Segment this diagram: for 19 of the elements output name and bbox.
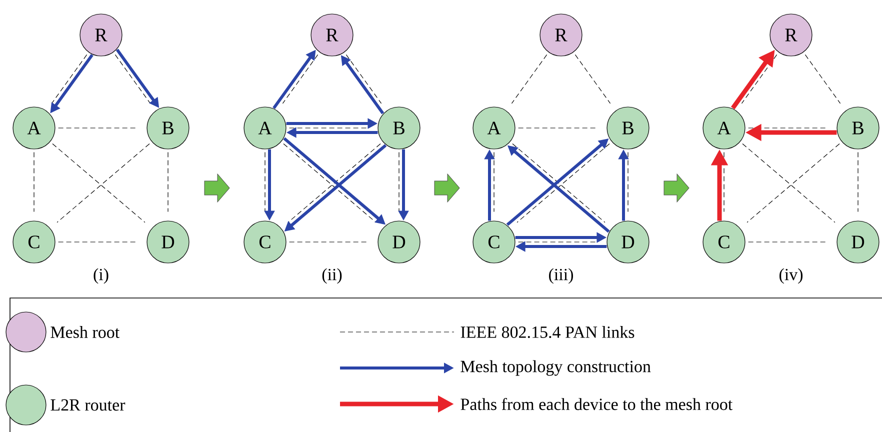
legend-label: Mesh topology construction [460,360,651,376]
link-line [741,54,778,104]
link-line [114,54,151,104]
panel-label: (iv) [780,268,803,284]
link-line [574,54,611,104]
legend-label: L2R router [50,399,126,411]
link-line [282,54,318,104]
legend-label: Paths from each device to the mesh root [460,398,733,410]
legend-label: IEEE 802.15.4 PAN links [460,326,634,338]
link-line [264,152,266,212]
panel-label: (iii) [549,268,573,284]
legend-label: Mesh root [50,326,120,338]
link-line [346,54,382,104]
link-line [511,54,548,104]
link-line [51,54,88,104]
panel-label: (i) [94,268,108,284]
panel-label: (ii) [322,268,342,284]
link-line [804,54,841,104]
link-line [398,152,400,212]
